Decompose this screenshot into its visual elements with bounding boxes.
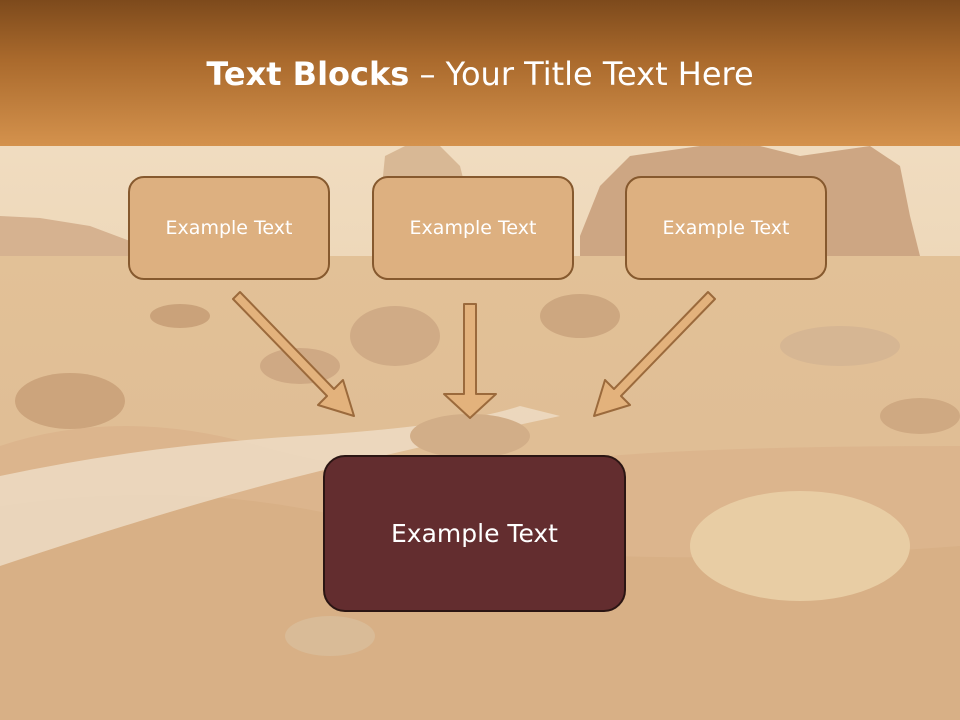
center-arrow bbox=[443, 303, 497, 419]
title-bold: Text Blocks bbox=[206, 55, 410, 93]
slide-title: Text Blocks – Your Title Text Here bbox=[0, 55, 960, 93]
bottom-text-box: Example Text bbox=[323, 455, 626, 612]
title-bar: Text Blocks – Your Title Text Here bbox=[0, 0, 960, 146]
right-arrow bbox=[593, 291, 716, 417]
top-text-box-1: Example Text bbox=[128, 176, 330, 280]
top-text-box-3: Example Text bbox=[625, 176, 827, 280]
left-arrow bbox=[232, 291, 355, 417]
title-separator: – bbox=[419, 55, 436, 93]
top-text-box-2: Example Text bbox=[372, 176, 574, 280]
title-rest: Your Title Text Here bbox=[445, 55, 754, 93]
